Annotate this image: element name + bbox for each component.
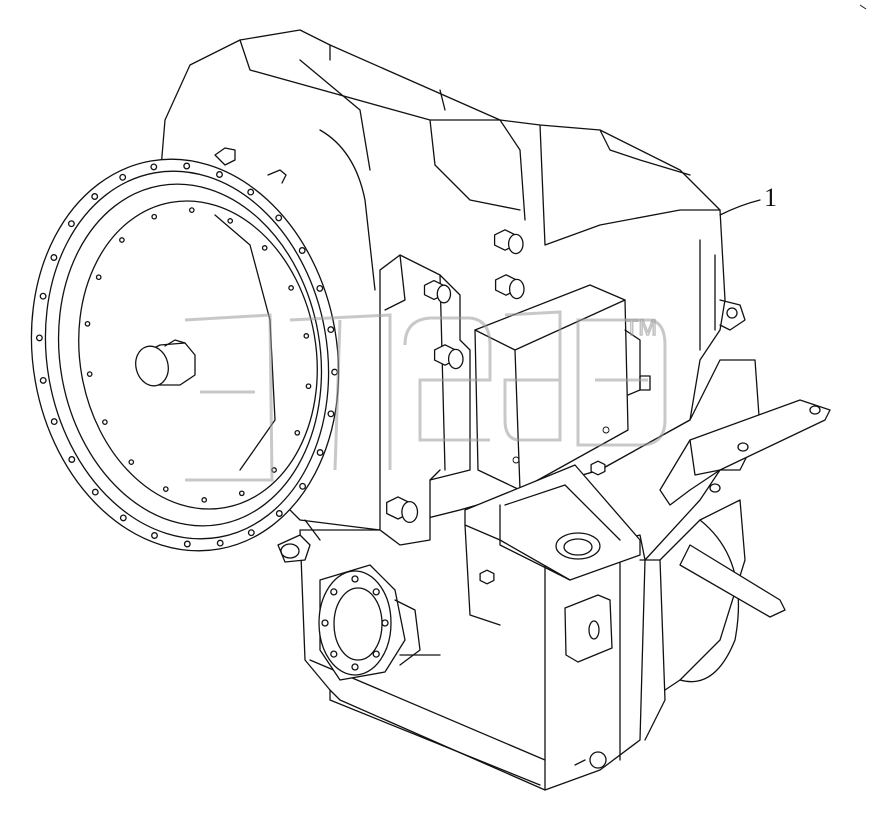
flange-bolt-hole xyxy=(68,456,76,463)
output-bolt-hole xyxy=(321,619,329,627)
inner-bolt-hole xyxy=(288,285,294,291)
callout-1: 1 xyxy=(719,183,777,216)
inner-bolt-hole xyxy=(84,320,91,327)
fitting-nipple xyxy=(507,233,524,255)
flange-bolt-hole xyxy=(151,532,158,539)
outrigger-arm xyxy=(659,399,831,618)
inner-bolt-hole xyxy=(188,207,195,213)
inner-bolt-hole xyxy=(151,213,158,220)
flange-bolt-hole xyxy=(247,529,255,537)
top-sensor xyxy=(214,147,287,184)
flange-bolt-hole xyxy=(67,220,75,228)
inner-bolt-hole xyxy=(201,497,208,503)
inner-bolt-hole xyxy=(261,245,268,251)
flange-bolt-hole xyxy=(247,188,255,196)
inner-bolt-hole xyxy=(227,218,234,224)
trademark-mark: TM xyxy=(625,315,657,340)
flange-bolt-hole xyxy=(50,254,58,261)
fitting-nipple xyxy=(401,500,419,524)
inner-bolt-hole xyxy=(119,237,125,243)
inner-bolt-hole xyxy=(303,333,310,339)
flange-bolt-hole xyxy=(91,488,99,496)
flange-bolt-hole xyxy=(119,514,127,522)
inner-bolt-hole xyxy=(305,383,312,390)
inner-bolt-hole xyxy=(95,274,102,281)
callout-label-1: 1 xyxy=(764,183,777,212)
fitting-nipple xyxy=(436,284,452,304)
hex-fitting xyxy=(479,569,495,585)
flange-bolt-hole xyxy=(216,539,224,547)
output-bolt-hole xyxy=(372,650,380,658)
flange-bolt-hole xyxy=(91,193,99,200)
output-bolt-hole xyxy=(330,588,338,596)
inner-bolt-hole xyxy=(294,429,301,436)
output-bolt-hole xyxy=(372,588,380,596)
flange-bolt-hole xyxy=(150,163,158,171)
watermark-logo: TM xyxy=(184,310,667,482)
output-bolt-hole xyxy=(330,650,338,658)
input-shaft xyxy=(135,339,196,387)
inspection-cover xyxy=(564,594,613,663)
flange-bolt-hole xyxy=(275,214,283,222)
inner-bolt-hole xyxy=(102,419,108,425)
flange-bolt-hole xyxy=(316,284,324,292)
inner-bolt-holes xyxy=(84,207,312,503)
output-flange-holes xyxy=(321,575,389,671)
flange-bolt-hole xyxy=(50,418,58,426)
flange-bolt-hole xyxy=(299,482,307,490)
inner-bolt-hole xyxy=(86,371,93,377)
fitting-nipple xyxy=(508,278,525,300)
drain-plug xyxy=(277,534,311,563)
flange-bolt-hole xyxy=(216,171,223,178)
flange-bolt-hole xyxy=(119,173,127,181)
hydraulic-fittings xyxy=(386,229,606,585)
flange-bolt-hole xyxy=(183,162,191,170)
inner-bolt-hole xyxy=(162,486,169,492)
flange-bolt-hole xyxy=(35,334,43,342)
inner-bolt-hole xyxy=(128,459,135,465)
mounting-bracket xyxy=(464,464,641,626)
output-bolt-hole xyxy=(351,575,359,583)
output-bolt-hole xyxy=(351,663,359,671)
flange-bolt-hole xyxy=(327,410,335,418)
output-flange xyxy=(318,564,441,681)
hex-fitting xyxy=(590,460,606,476)
fitting-nipple xyxy=(447,348,464,370)
flange-bolt-hole xyxy=(327,326,335,334)
valve-body xyxy=(379,254,471,546)
flange-bolt-hole xyxy=(275,510,283,517)
inner-bolt-hole xyxy=(238,490,245,497)
flange-bolt-hole xyxy=(39,292,47,300)
flange-bolt-hole xyxy=(183,540,191,548)
flange-bolt-hole xyxy=(39,376,47,384)
flange-bolt-hole xyxy=(298,247,306,254)
flange-bolt-hole xyxy=(316,449,324,456)
output-bolt-hole xyxy=(381,619,389,627)
corner-mark xyxy=(859,4,867,10)
